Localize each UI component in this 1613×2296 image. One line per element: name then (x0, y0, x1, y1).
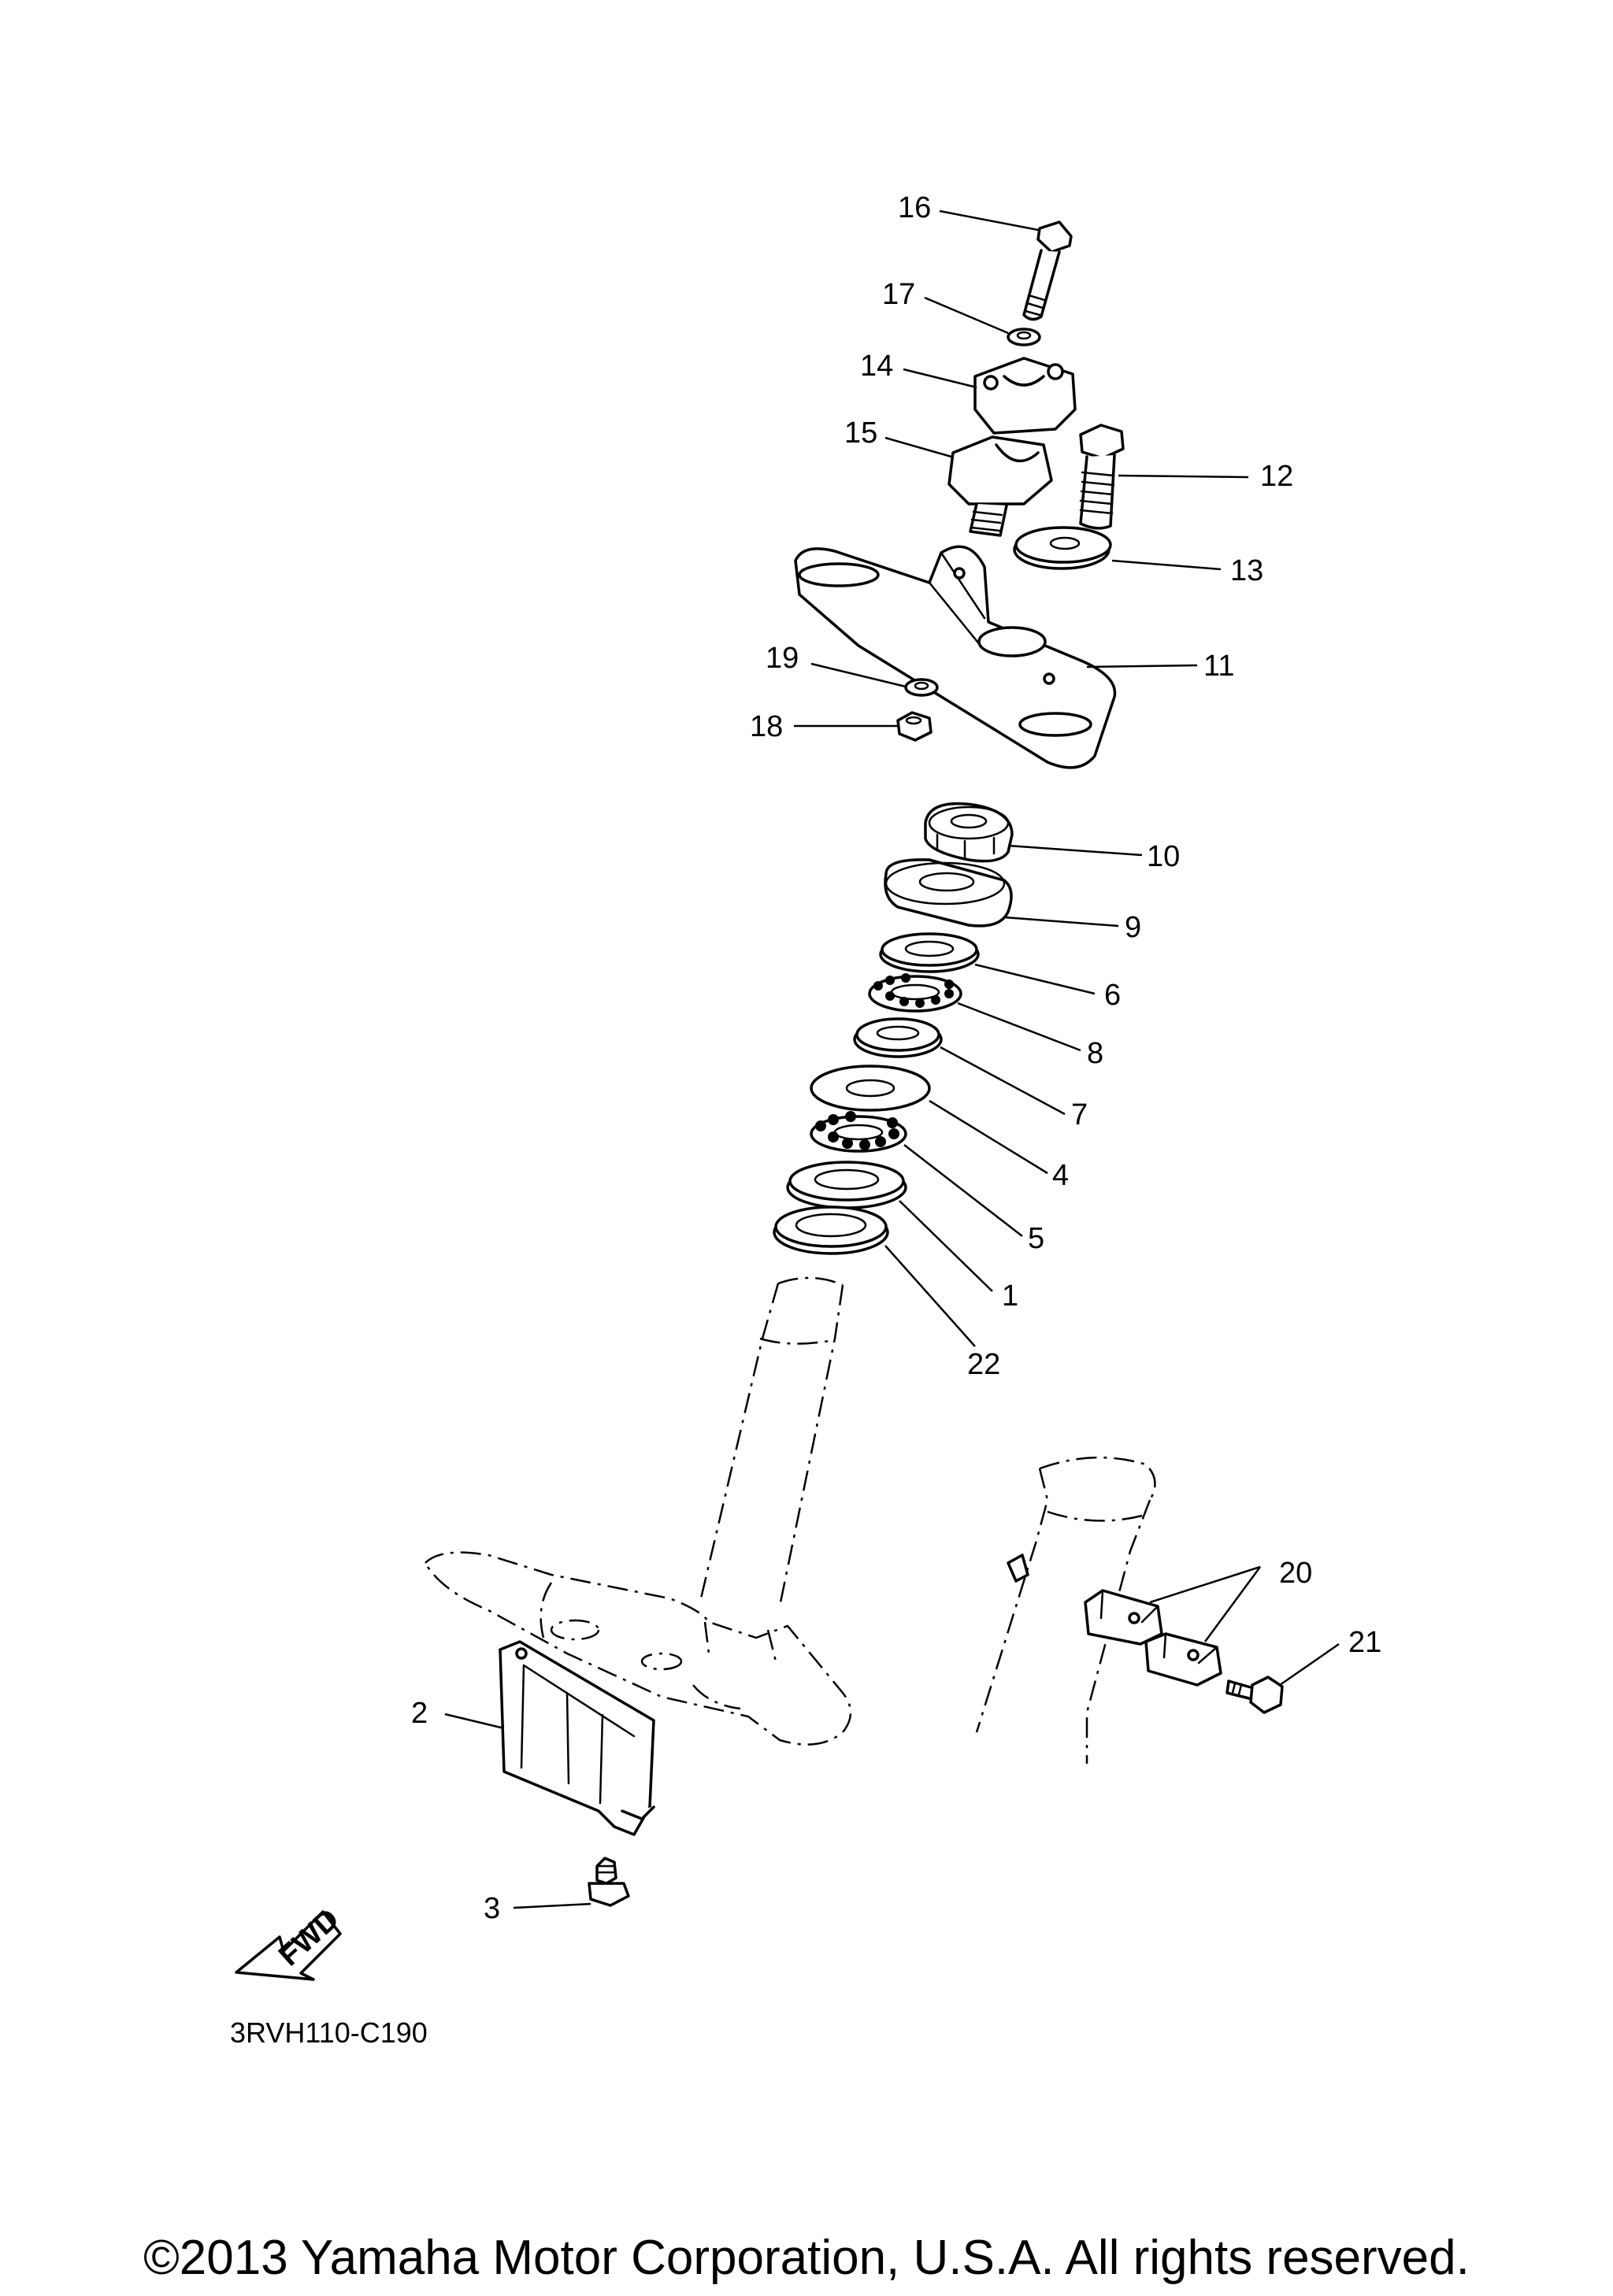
part-4-washer (810, 1065, 931, 1112)
label-2: 2 (411, 1697, 428, 1730)
label-13: 13 (1230, 554, 1263, 587)
label-5: 5 (1028, 1222, 1044, 1255)
part-3-bolt (588, 1857, 630, 1907)
label-9: 9 (1125, 911, 1141, 944)
label-6: 6 (1104, 979, 1121, 1012)
label-19: 19 (766, 642, 799, 675)
part-6-ball-race (879, 932, 980, 973)
part-2-guard (499, 1640, 655, 1836)
label-21: 21 (1348, 1626, 1381, 1659)
label-16: 16 (898, 191, 931, 224)
part-13-damper (1013, 526, 1112, 570)
part-9-cover (884, 858, 1013, 928)
part-8-bearing (868, 973, 962, 1013)
part-15-lower-holder (947, 435, 1053, 537)
label-3: 3 (484, 1892, 500, 1925)
part-19-spring-washer (904, 678, 939, 697)
steering-stem-reference (424, 1276, 852, 1746)
callout-labels: 16 17 14 15 12 13 11 19 18 10 9 6 8 7 4 … (411, 191, 1381, 1925)
label-4: 4 (1052, 1159, 1069, 1192)
copyright-notice: ©2013 Yamaha Motor Corporation, U.S.A. A… (143, 2231, 1470, 2285)
part-17-washer (1007, 328, 1041, 346)
label-15: 15 (844, 417, 877, 450)
part-22-dust-seal (773, 1205, 889, 1255)
part-20-clamp (1007, 1554, 1163, 1646)
part-10-ring-nut (924, 802, 1014, 863)
label-22: 22 (967, 1348, 1000, 1381)
label-12: 12 (1260, 460, 1293, 493)
part-7-ball-race (853, 1017, 943, 1058)
part-11-upper-bracket (794, 545, 1117, 769)
part-20-clamp-lower (1144, 1632, 1222, 1687)
label-11: 11 (1203, 650, 1234, 683)
label-14: 14 (860, 350, 893, 383)
part-18-nut (896, 711, 933, 742)
part-5-bearing (810, 1111, 907, 1153)
part-16-bolt (1022, 220, 1073, 321)
label-8: 8 (1087, 1037, 1103, 1070)
label-7: 7 (1071, 1098, 1088, 1131)
label-18: 18 (750, 710, 783, 743)
part-12-bolt (1079, 424, 1125, 530)
part-1-ball-race (786, 1161, 907, 1209)
label-1: 1 (1002, 1279, 1018, 1313)
frame-reference (975, 1456, 1156, 1764)
leader-lines (444, 209, 1340, 1909)
fwd-arrow-icon: FWD (235, 1902, 346, 1981)
label-10: 10 (1147, 840, 1180, 873)
part-14-upper-holder (973, 357, 1077, 435)
label-20: 20 (1279, 1557, 1312, 1590)
part-21-bolt (1226, 1676, 1284, 1714)
label-17: 17 (882, 278, 915, 311)
diagram-code: 3RVH110-C190 (230, 2016, 428, 2049)
